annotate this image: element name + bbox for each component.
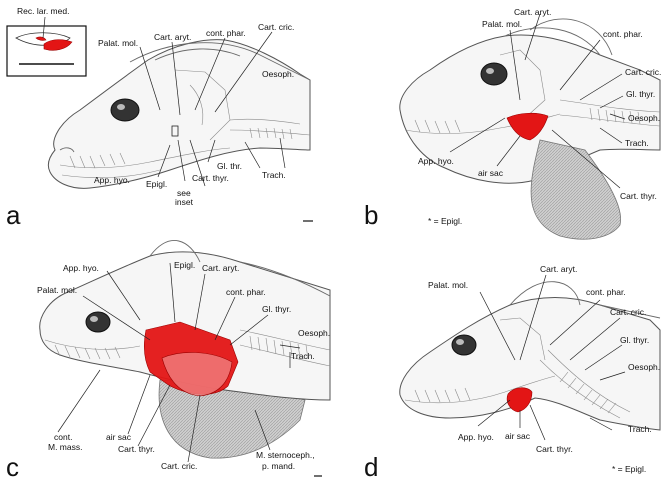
label-epigl-c: Epigl. [174,260,195,270]
label-cart-cric-c: Cart. cric. [161,461,197,471]
horse-head-b [400,19,660,239]
panel-letter-d: d [364,452,378,479]
label-oesoph-c: Oesoph. [298,328,330,338]
horse-head-a [48,40,310,189]
note-epigl-d: * = Epigl. [612,464,646,474]
label-cont-phar-a: cont. phar. [206,28,246,38]
panel-d: Cart. aryt. Palat. mol. cont. phar. Cart… [364,264,660,479]
horse-head-d [400,282,660,430]
label-cont-phar-c: cont. phar. [226,287,266,297]
label-oesoph-b: Oesoph. [628,113,660,123]
label-palat-mol-a: Palat. mol. [98,38,138,48]
label-epigl-a: Epigl. [146,179,167,189]
panel-a: Rec. lar. med. [6,6,313,230]
note-epigl-b: * = Epigl. [428,216,462,226]
label-gl-thyr-c: Gl. thyr. [262,304,291,314]
label-p-mand-c: p. mand. [262,461,295,471]
label-palat-mol-b: Palat. mol. [482,19,522,29]
label-trach-a: Trach. [262,170,286,180]
label-cart-thyr-d: Cart. thyr. [536,444,573,454]
label-app-hyo-b: App. hyo. [418,156,454,166]
label-cart-thyr-c: Cart. thyr. [118,444,155,454]
label-trach-d: Trach. [628,424,652,434]
air-sac-highlight-d [507,388,532,412]
label-cart-aryt-c: Cart. aryt. [202,263,239,273]
label-cart-aryt-d: Cart. aryt. [540,264,577,274]
label-cart-cric-a: Cart. cric. [258,22,294,32]
label-rec-lar-med: Rec. lar. med. [17,6,69,16]
label-app-hyo-c: App. hyo. [63,263,99,273]
label-cart-thyr-a: Cart. thyr. [192,173,229,183]
horse-head-c [40,241,330,459]
inset-box [7,17,86,76]
label-app-hyo-d: App. hyo. [458,432,494,442]
panel-letter-b: b [364,200,378,230]
label-palat-mol-c: Palat. mol. [37,285,77,295]
label-m-mass-c: M. mass. [48,442,82,452]
label-m-sternoceph-c: M. sternoceph., [256,450,315,460]
label-cart-aryt-b: Cart. aryt. [514,7,551,17]
label-cont-phar-d: cont. phar. [586,287,626,297]
label-gl-thyr-d: Gl. thyr. [620,335,649,345]
label-air-sac-b: air sac [478,168,504,178]
label-oesoph-d: Oesoph. [628,362,660,372]
label-cart-aryt-a: Cart. aryt. [154,32,191,42]
label-app-hyo-a: App. hyo. [94,175,130,185]
panel-letter-a: a [6,200,21,230]
panel-letter-c: c [6,452,19,479]
label-cont-c: cont. [54,432,72,442]
label-trach-b: Trach. [625,138,649,148]
label-palat-mol-d: Palat. mol. [428,280,468,290]
label-inset-a: inset [175,197,194,207]
label-cart-cric-b: Cart. cric. [625,67,661,77]
label-air-sac-d: air sac [505,431,531,441]
label-cart-thyr-b: Cart. thyr. [620,191,657,201]
label-trach-c: Trach. [291,351,315,361]
label-gl-thyr-b: Gl. thyr. [626,89,655,99]
label-gl-thr-a: Gl. thr. [217,161,242,171]
label-cart-cric-d: Cart. cric. [610,307,646,317]
panel-c: App. hyo. Epigl. Cart. aryt. Palat. mol.… [6,241,330,479]
panel-b: Cart. aryt. Palat. mol. cont. phar. Cart… [364,7,661,239]
label-cont-phar-b: cont. phar. [603,29,643,39]
label-oesoph-a: Oesoph. [262,69,294,79]
label-air-sac-c: air sac [106,432,132,442]
